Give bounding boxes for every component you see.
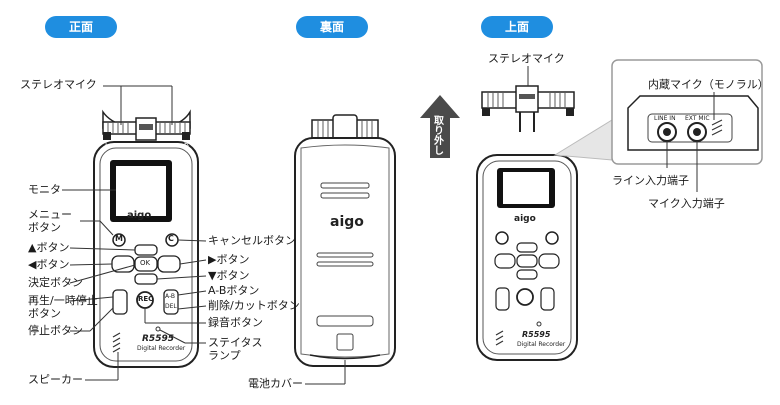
label-line-in-jack: ライン入力端子	[612, 174, 689, 187]
top-model-name: R5595	[522, 330, 551, 339]
back-body	[294, 137, 396, 367]
remove-arrow	[420, 95, 460, 158]
label-stop-button: 停止ボタン	[28, 324, 83, 337]
label-remove-4: し	[434, 146, 444, 157]
label-play-pause-2: ボタン	[28, 307, 61, 320]
status-lamp-dot	[155, 326, 161, 332]
front-brand-logo: aigo	[127, 210, 152, 221]
play-stop-rocker	[112, 289, 128, 315]
top-inset	[553, 59, 763, 165]
ab-button[interactable]: A-B	[165, 293, 176, 300]
label-up-button: ▲ボタン	[28, 241, 70, 254]
del-button[interactable]: DEL	[165, 303, 177, 310]
mic-l-marker	[103, 132, 111, 140]
front-screen-display	[116, 166, 166, 216]
label-remove-3: 外	[434, 136, 444, 147]
label-menu-1: メニュー	[28, 208, 72, 221]
label-builtin-mic: 内蔵マイク（モノラル）	[648, 78, 769, 91]
front-model-name: R5595	[142, 334, 174, 344]
label-cancel-button: キャンセルボタン	[208, 234, 296, 247]
battery-cover-edge	[309, 354, 381, 360]
rec-button[interactable]: REC	[138, 295, 154, 303]
front-model-subtitle: Digital Recorder	[137, 345, 186, 352]
down-pad	[134, 273, 158, 285]
label-status-lamp-1: ステイタス	[208, 336, 263, 349]
label-remove-1: 取	[434, 116, 444, 127]
tab-top[interactable]: 上面	[481, 16, 553, 38]
ok-pad	[134, 256, 158, 272]
ok-button[interactable]: OK	[140, 259, 151, 267]
label-right-button: ▶ボタン	[208, 253, 250, 266]
back-device	[294, 114, 396, 367]
label-status-lamp-2: ランプ	[208, 349, 241, 362]
label-left-button: ◀ボタン	[28, 258, 70, 271]
leader-lines	[62, 66, 715, 385]
label-enter-button: 決定ボタン	[28, 276, 83, 289]
front-mic-l-text: L	[105, 140, 109, 148]
label-remove-2: り	[434, 126, 444, 137]
label-down-button: ▼ボタン	[208, 269, 250, 282]
top-brand-logo: aigo	[514, 214, 536, 224]
label-stereo-mic: ステレオマイク	[20, 78, 97, 91]
label-ab-button: A-Bボタン	[208, 284, 260, 297]
top-device	[476, 85, 578, 361]
menu-button[interactable]: M	[115, 234, 123, 243]
mic-r-marker	[182, 132, 190, 140]
label-top-stereo-mic: ステレオマイク	[488, 52, 565, 65]
left-pad	[111, 255, 135, 273]
right-pad	[157, 255, 181, 273]
label-menu-2: ボタン	[28, 221, 61, 234]
menu-button-shape	[112, 233, 126, 247]
label-play-pause-1: 再生/一時停止	[28, 294, 98, 307]
ab-del-rocker	[163, 289, 179, 315]
label-battery-cover: 電池カバー	[248, 377, 303, 390]
label-speaker: スピーカー	[28, 373, 83, 386]
cancel-button[interactable]: C	[168, 234, 174, 243]
tab-back[interactable]: 裏面	[296, 16, 368, 38]
inset-ext-mic-text: EXT MIC	[685, 115, 710, 122]
label-monitor: モニタ	[28, 183, 61, 196]
top-model-subtitle: Digital Recorder	[517, 341, 566, 348]
up-pad	[134, 244, 158, 256]
back-brand-logo: aigo	[330, 214, 364, 230]
front-device	[93, 109, 199, 368]
label-rec-button: 録音ボタン	[208, 316, 263, 329]
tab-front[interactable]: 正面	[45, 16, 117, 38]
front-mic-r-text: R	[184, 140, 189, 148]
inset-line-in-text: LINE IN	[654, 115, 676, 122]
speaker-grille	[112, 332, 121, 353]
label-delete-cut-button: 削除/カットボタン	[208, 299, 300, 312]
label-mic-in-jack: マイク入力端子	[648, 197, 725, 210]
